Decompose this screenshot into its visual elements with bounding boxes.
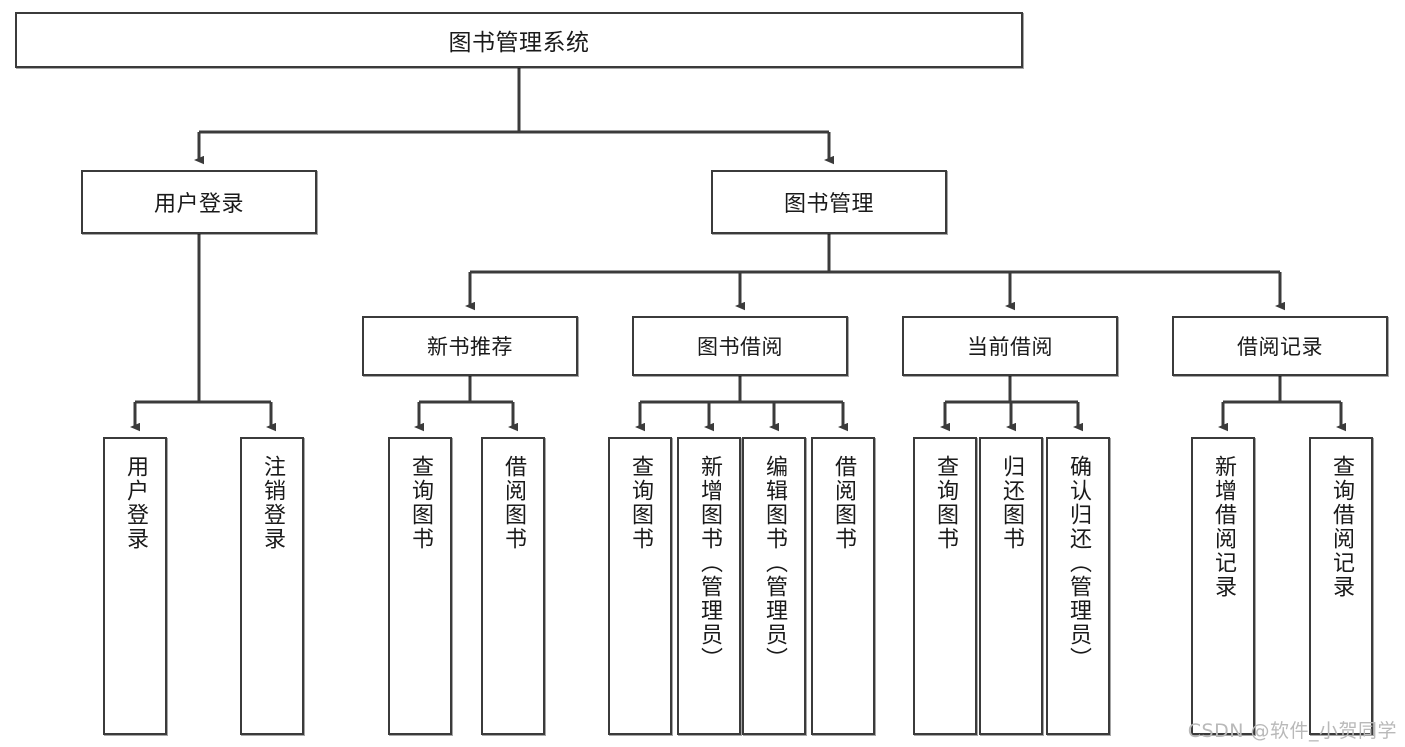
leaf-query-book-current[interactable]: 查询图书 <box>913 437 977 735</box>
node-label: 当前借阅 <box>967 335 1053 359</box>
node-label: 用户登录 <box>153 192 244 217</box>
node-label: 查询图书 <box>932 455 958 551</box>
node-label: 图书借阅 <box>697 335 783 359</box>
leaf-borrow-book-new[interactable]: 借阅图书 <box>481 437 545 735</box>
node-book-borrow[interactable]: 图书借阅 <box>632 316 848 376</box>
node-label: 新增图书（管理员） <box>696 455 722 671</box>
node-label: 查询图书 <box>407 455 433 551</box>
node-label: 图书管理 <box>783 192 874 217</box>
node-label: 新增借阅记录 <box>1210 455 1236 599</box>
leaf-edit-book-admin[interactable]: 编辑图书（管理员） <box>742 437 806 735</box>
node-label: 借阅图书 <box>500 455 526 551</box>
node-label: 图书管理系统 <box>448 30 590 56</box>
leaf-borrow-book[interactable]: 借阅图书 <box>811 437 875 735</box>
node-label: 归还图书 <box>998 455 1024 551</box>
node-label: 确认归还（管理员） <box>1065 455 1091 671</box>
leaf-logout[interactable]: 注销登录 <box>240 437 304 735</box>
leaf-add-borrow-record[interactable]: 新增借阅记录 <box>1191 437 1255 735</box>
node-label: 查询借阅记录 <box>1328 455 1354 599</box>
leaf-query-book-new[interactable]: 查询图书 <box>388 437 452 735</box>
node-label: 新书推荐 <box>427 335 513 359</box>
node-book-management[interactable]: 图书管理 <box>711 170 947 234</box>
csdn-watermark: CSDN @软件_小贺同学 <box>1187 720 1397 742</box>
node-borrow-record[interactable]: 借阅记录 <box>1172 316 1388 376</box>
node-label: 借阅记录 <box>1237 335 1323 359</box>
leaf-query-book-borrow[interactable]: 查询图书 <box>608 437 672 735</box>
leaf-user-login[interactable]: 用户登录 <box>103 437 167 735</box>
node-label: 借阅图书 <box>830 455 856 551</box>
node-label: 用户登录 <box>122 455 148 551</box>
node-user-login[interactable]: 用户登录 <box>81 170 317 234</box>
node-new-book-recommend[interactable]: 新书推荐 <box>362 316 578 376</box>
leaf-add-book-admin[interactable]: 新增图书（管理员） <box>677 437 741 735</box>
leaf-confirm-return-admin[interactable]: 确认归还（管理员） <box>1046 437 1110 735</box>
node-book-management-system[interactable]: 图书管理系统 <box>15 12 1023 68</box>
node-label: 注销登录 <box>259 455 285 551</box>
node-current-borrow[interactable]: 当前借阅 <box>902 316 1118 376</box>
leaf-query-borrow-record[interactable]: 查询借阅记录 <box>1309 437 1373 735</box>
node-label: 编辑图书（管理员） <box>761 455 787 671</box>
leaf-return-book[interactable]: 归还图书 <box>979 437 1043 735</box>
node-label: 查询图书 <box>627 455 653 551</box>
